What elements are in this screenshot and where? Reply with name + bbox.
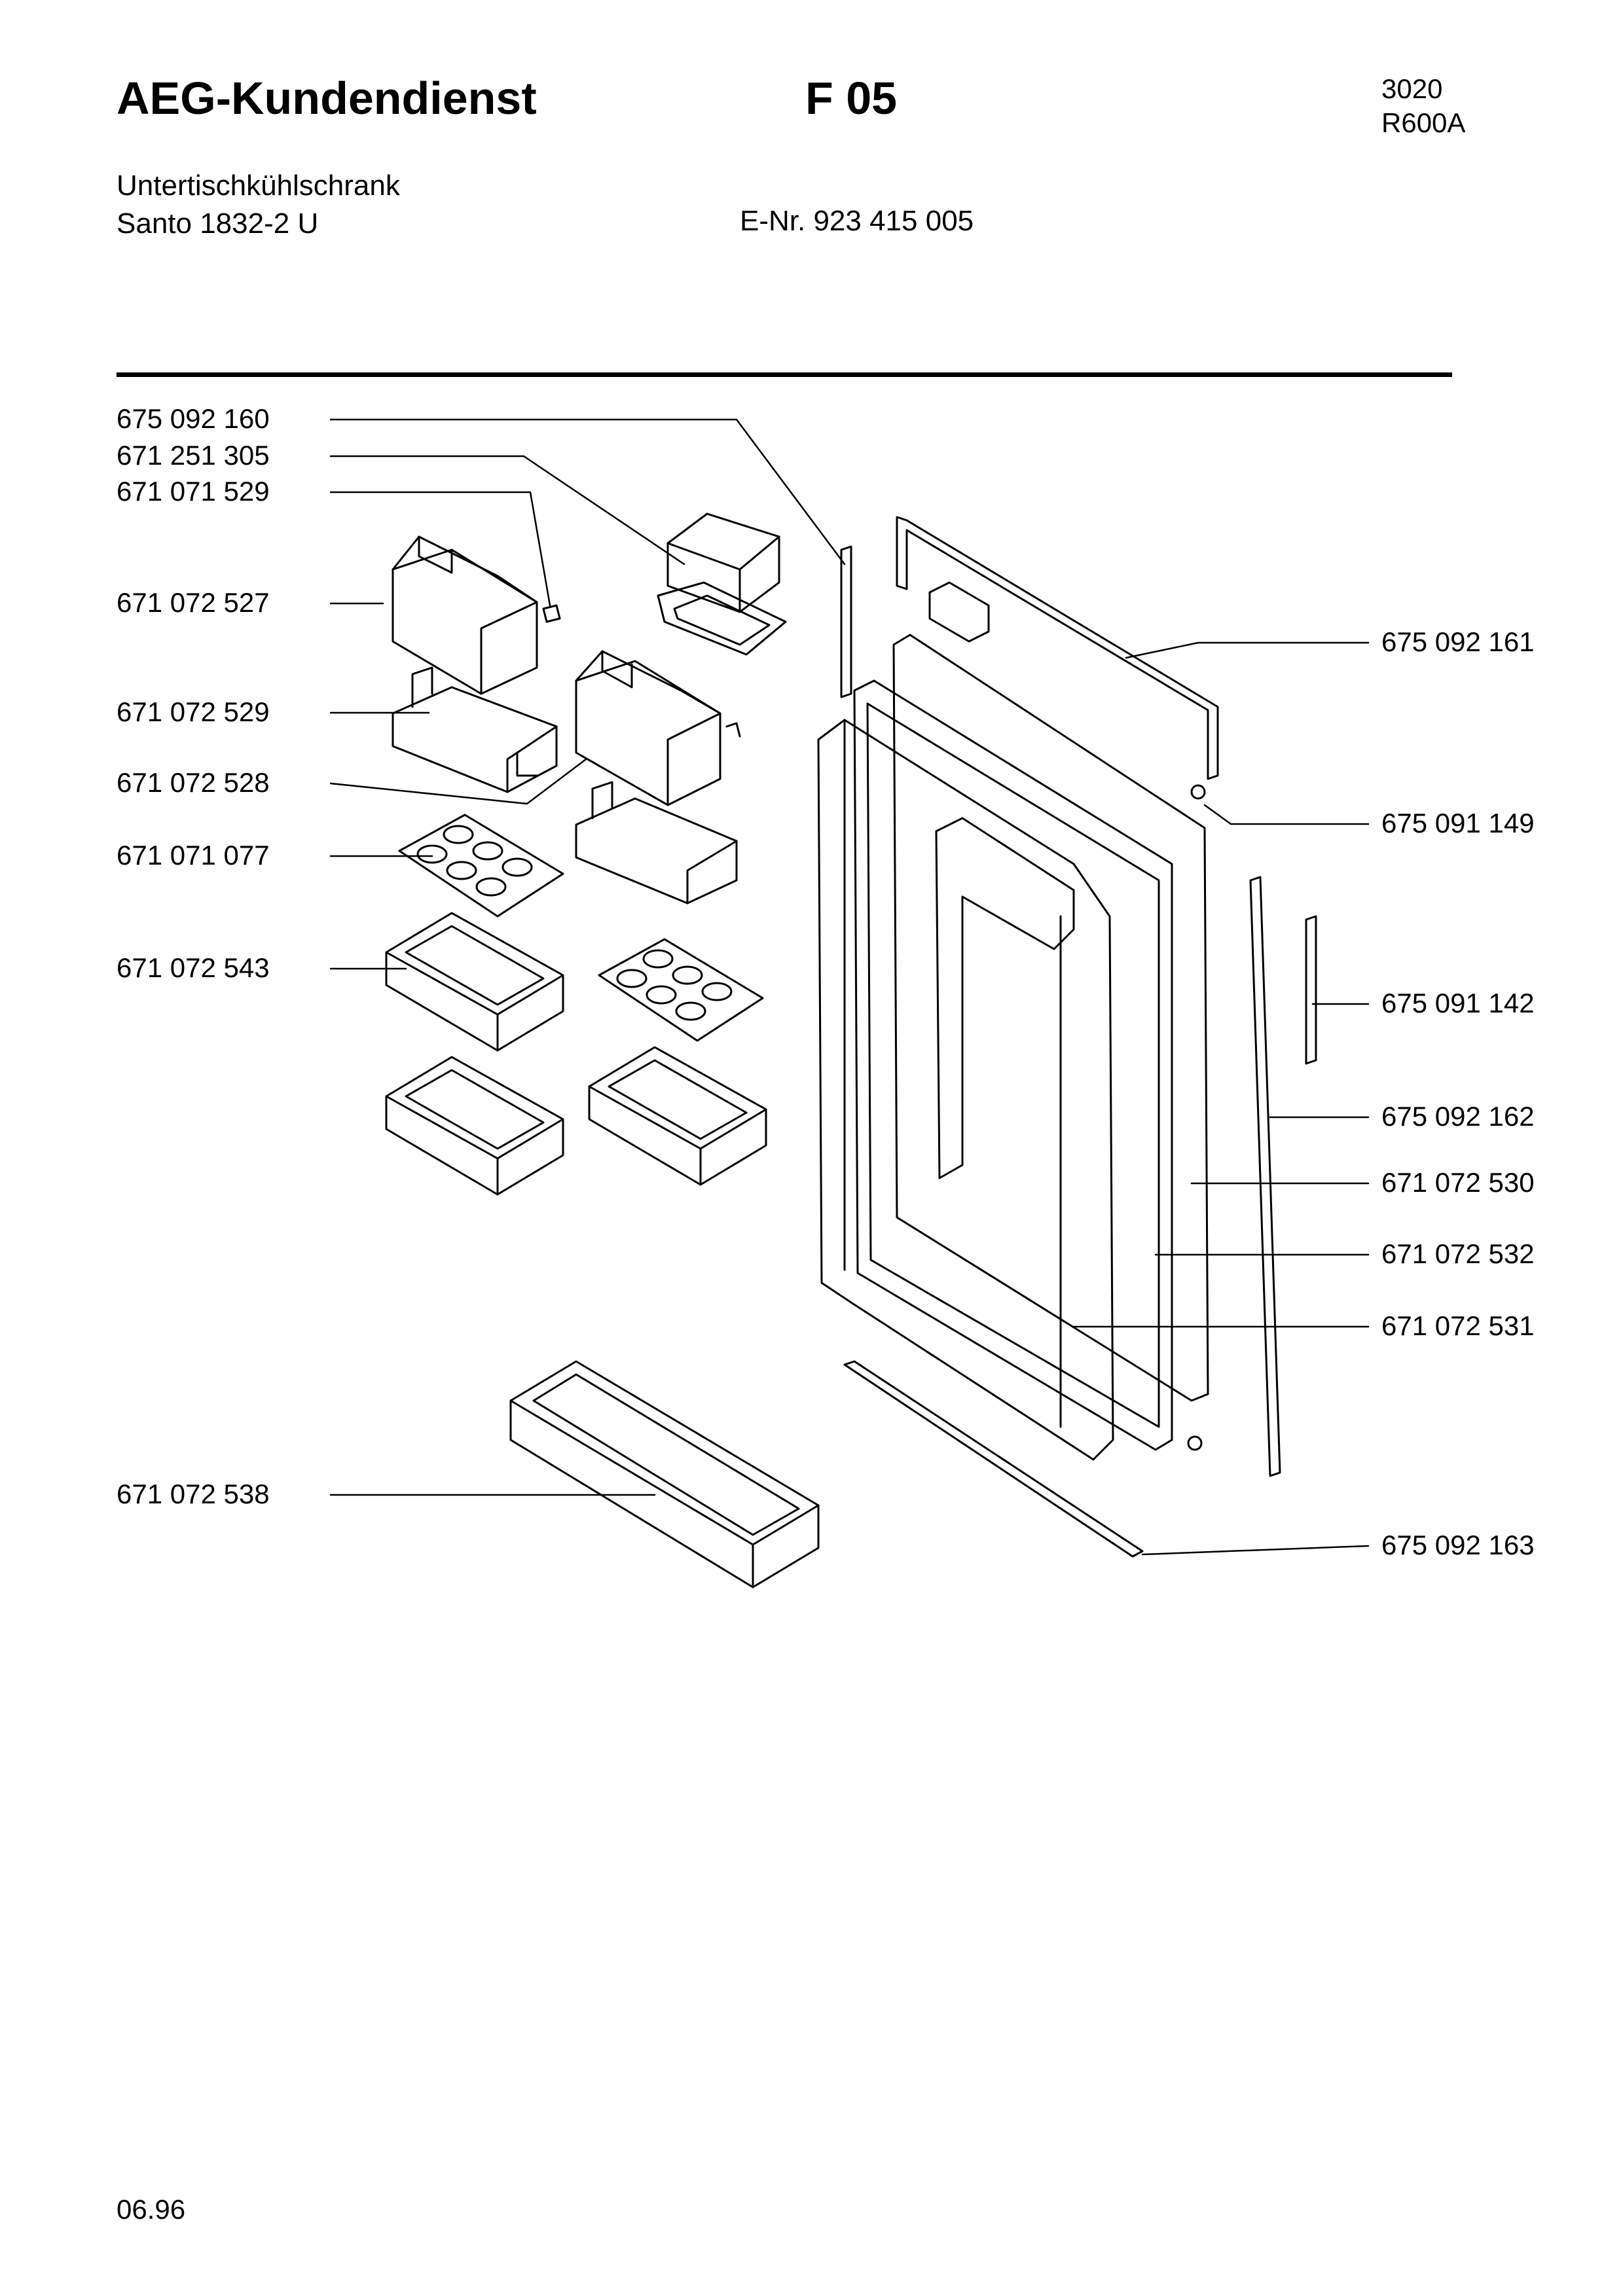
- bottle-shelf: [509, 1360, 820, 1588]
- part-number-label: 675 092 161: [1381, 626, 1535, 657]
- door-rack-cover-left: [392, 535, 538, 695]
- leader-lines-left: [329, 418, 846, 1496]
- part-number-label: 675 092 160: [117, 403, 270, 434]
- part-number-label: 675 091 142: [1381, 988, 1535, 1018]
- door-rack-cover-middle: [575, 650, 741, 806]
- part-number-label: 671 072 527: [117, 587, 270, 618]
- page-code: F 05: [805, 73, 898, 124]
- door-shelf-2: [385, 1056, 564, 1196]
- part-number-label: 671 072 543: [117, 952, 270, 983]
- door-rack-left: [392, 666, 558, 793]
- screw-part: [1187, 784, 1206, 1451]
- part-number-label: 671 071 077: [117, 840, 270, 870]
- door-hinge-bracket: [1305, 915, 1317, 1065]
- door-frame-top: [896, 516, 1219, 780]
- part-number-label: 671 072 531: [1381, 1310, 1535, 1341]
- leader-lines-right: [1072, 641, 1370, 1556]
- footer-date: 06.96: [117, 2194, 186, 2225]
- egg-tray-left: [398, 814, 564, 918]
- door-outer-panel: [892, 634, 1209, 1402]
- door-rack-middle: [575, 781, 738, 905]
- door-strip-bottom: [843, 1360, 1144, 1558]
- door-strip-left: [840, 545, 852, 698]
- part-number-label: 671 071 529: [117, 476, 270, 507]
- door-strip-right: [1249, 876, 1281, 1477]
- egg-tray-right: [598, 938, 764, 1042]
- door-shelf-1: [385, 912, 564, 1052]
- brand-title: AEG-Kundendienst: [117, 73, 537, 124]
- product-type: Untertischkühlschrank: [117, 170, 400, 202]
- part-number-label: 675 092 163: [1381, 1530, 1535, 1560]
- part-number-label: 671 072 538: [117, 1479, 270, 1509]
- meta-line-1: 3020: [1381, 73, 1443, 104]
- header-rule: [117, 372, 1452, 377]
- part-number-label: 671 072 528: [117, 767, 270, 798]
- product-model: Santo 1832-2 U: [117, 207, 319, 240]
- part-number-label: 671 072 529: [117, 696, 270, 727]
- model-meta: 3020 R600A: [1381, 72, 1465, 140]
- part-number-label: 675 091 149: [1381, 808, 1535, 838]
- part-number-label: 671 072 530: [1381, 1167, 1535, 1198]
- dairy-compartment: [657, 512, 787, 656]
- door-shelf-3: [588, 1046, 767, 1186]
- part-number-label: 671 251 305: [117, 440, 270, 471]
- clip-left: [542, 604, 561, 623]
- door-inner-liner: [817, 719, 1114, 1461]
- product-info: Untertischkühlschrank Santo 1832-2 U: [117, 167, 400, 243]
- meta-line-2: R600A: [1381, 107, 1466, 138]
- enr-number: E-Nr. 923 415 005: [740, 205, 974, 237]
- part-number-label: 671 072 532: [1381, 1238, 1535, 1269]
- door-gasket: [853, 679, 1173, 1451]
- part-number-label: 675 092 162: [1381, 1101, 1535, 1132]
